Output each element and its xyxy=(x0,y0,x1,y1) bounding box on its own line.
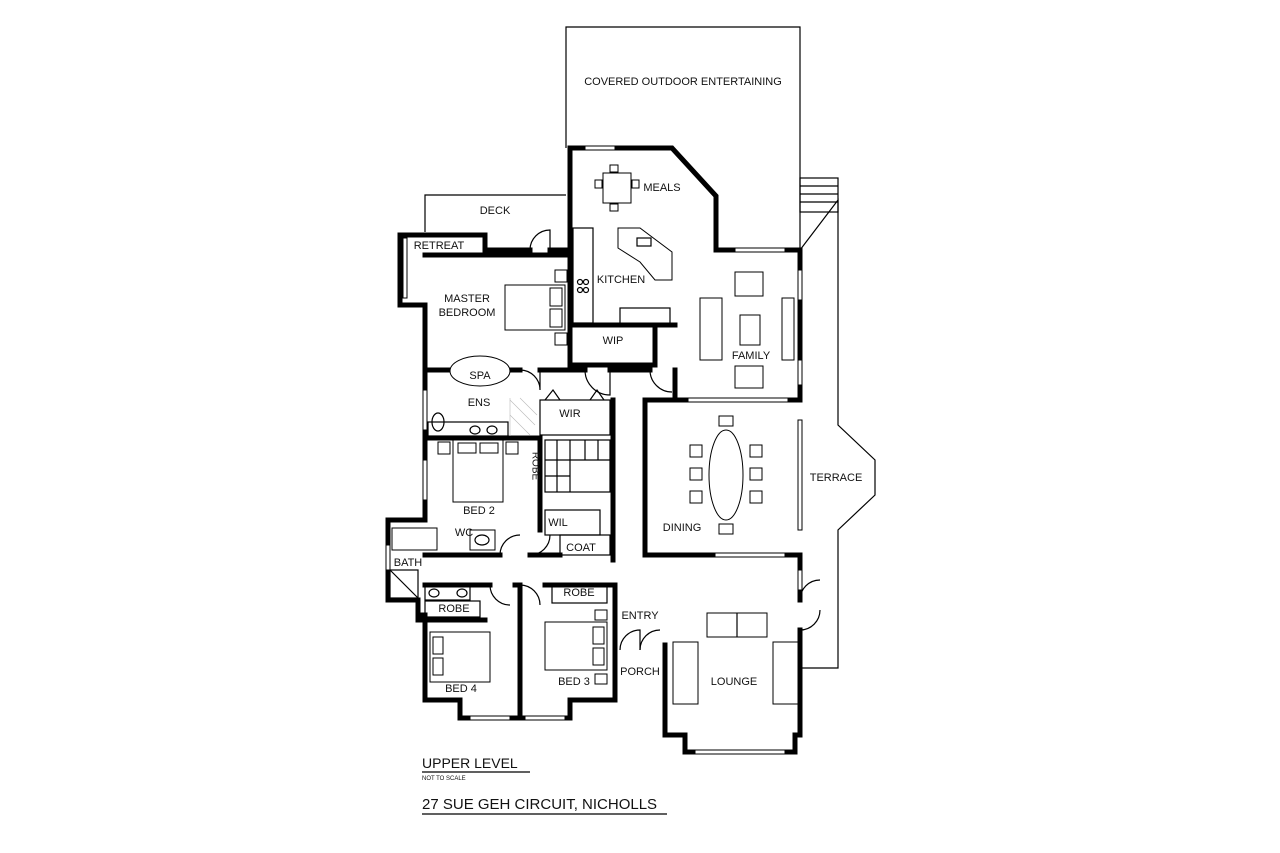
label-deck: DECK xyxy=(480,205,511,217)
label-retreat: RETREAT xyxy=(414,240,465,252)
label-master-line2: BEDROOM xyxy=(439,307,496,319)
label-spa: SPA xyxy=(469,370,491,382)
family-furniture xyxy=(699,271,795,389)
master-bed xyxy=(504,269,568,346)
level-title: UPPER LEVEL xyxy=(422,755,518,771)
bed4-bed xyxy=(429,631,491,683)
shower-tiles xyxy=(509,397,538,436)
address: 27 SUE GEH CIRCUIT, NICHOLLS xyxy=(422,796,657,813)
linen-coat xyxy=(544,509,611,556)
label-wil: WIL xyxy=(548,517,568,529)
scale-note: NOT TO SCALE xyxy=(422,776,466,782)
terrace-steps xyxy=(799,177,839,213)
label-wir: WIR xyxy=(559,408,580,420)
label-meals: MEALS xyxy=(643,182,680,194)
label-bed2: BED 2 xyxy=(463,505,495,517)
dining-table xyxy=(689,415,763,535)
windows xyxy=(385,145,803,755)
wir-fixtures xyxy=(539,388,611,436)
meals-table xyxy=(594,164,640,212)
label-wip: WIP xyxy=(603,335,624,347)
label-lounge: LOUNGE xyxy=(711,676,757,688)
label-terrace: TERRACE xyxy=(810,472,863,484)
label-master-line1: MASTER xyxy=(444,293,490,305)
label-wc: WC xyxy=(455,527,473,539)
label-covered-outdoor: COVERED OUTDOOR ENTERTAINING xyxy=(584,76,782,88)
door-swings xyxy=(489,229,821,651)
label-robe-bed3: ROBE xyxy=(563,587,594,599)
label-coat: COAT xyxy=(566,542,596,554)
label-robe-vertical: ROBE xyxy=(529,452,540,481)
plan-footer: UPPER LEVEL NOT TO SCALE 27 SUE GEH CIRC… xyxy=(422,755,667,815)
room-labels: COVERED OUTDOOR ENTERTAINING MEALS DECK … xyxy=(394,76,863,695)
label-bed3: BED 3 xyxy=(558,676,590,688)
label-robe-bed4: ROBE xyxy=(438,603,469,615)
lounge-furniture xyxy=(672,612,799,705)
ensuite-fixtures xyxy=(427,355,538,437)
outdoor-outlines xyxy=(424,26,876,669)
label-family: FAMILY xyxy=(732,350,771,362)
robes xyxy=(424,584,608,618)
label-ens: ENS xyxy=(468,397,491,409)
label-entry: ENTRY xyxy=(621,610,659,622)
bath-fixtures xyxy=(389,527,496,601)
label-bed4: BED 4 xyxy=(445,683,477,695)
label-porch: PORCH xyxy=(620,666,660,678)
stairs xyxy=(544,439,611,493)
label-dining: DINING xyxy=(663,522,702,534)
label-bath: BATH xyxy=(394,557,423,569)
bed2-bed xyxy=(437,439,519,503)
label-kitchen: KITCHEN xyxy=(597,274,645,286)
kitchen-fixtures xyxy=(572,227,673,326)
bed3-bed xyxy=(544,609,608,685)
